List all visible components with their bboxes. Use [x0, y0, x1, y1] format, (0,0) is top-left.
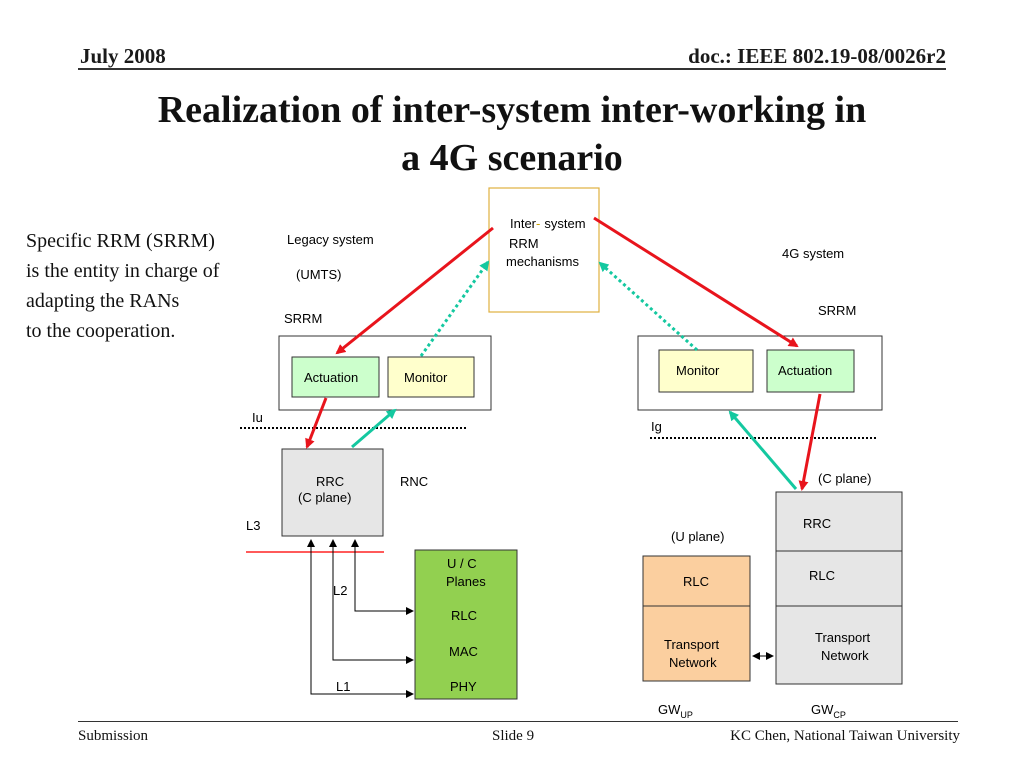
gw-cp-label: GWCP — [811, 702, 846, 720]
left-actuation-to-rrc-arrow — [305, 397, 328, 449]
footer-slide-number: Slide 9 — [492, 728, 535, 744]
monitor-right-label: Monitor — [676, 363, 720, 378]
stack-mac-label: MAC — [449, 644, 478, 659]
l3-label: L3 — [246, 518, 260, 533]
rlc-to-rrc-connector — [351, 539, 414, 615]
side-note-line: Specific RRM (SRRM) — [26, 230, 215, 252]
central-to-left-actuation-arrow — [335, 226, 494, 355]
gw-cp-rrc-box — [775, 491, 903, 552]
monitor-left-box — [387, 356, 475, 398]
ig-label: Ig — [651, 419, 662, 434]
left-monitor-to-central-arrow — [419, 260, 490, 357]
stack-rlc-label: RLC — [451, 608, 477, 623]
legacy-system-label: Legacy system — [287, 232, 374, 247]
gw-up-label: GWUP — [658, 702, 693, 720]
umts-label: (UMTS) — [296, 267, 342, 282]
gw-cp-to-right-monitor-arrow — [728, 410, 798, 490]
phy-to-rrc-connector — [307, 539, 414, 698]
header-divider — [78, 68, 946, 70]
rrc-cplane-label: (C plane) — [298, 490, 351, 505]
gw-cp-network-label: Network — [821, 648, 869, 663]
slide-title-line-1: Realization of inter-system inter-workin… — [157, 89, 867, 131]
stack-planes-line2: Planes — [446, 574, 486, 589]
gw-up-rlc-label: RLC — [683, 574, 709, 589]
l2-label: L2 — [333, 583, 347, 598]
actuation-right-label: Actuation — [778, 363, 832, 378]
footer-submission: Submission — [78, 728, 149, 744]
gw-cp-rrc-label: RRC — [803, 516, 831, 531]
mac-to-rrc-connector — [329, 539, 414, 664]
u-plane-label: (U plane) — [671, 529, 724, 544]
slide-title: Realization of inter-system inter-workin… — [60, 86, 964, 182]
stack-phy-label: PHY — [450, 679, 477, 694]
side-note-line: adapting the RANs — [26, 290, 180, 312]
side-note-line: to the cooperation. — [26, 320, 176, 342]
stack-planes-line1: U / C — [447, 556, 477, 571]
rrc-to-left-monitor-arrow — [351, 408, 397, 449]
4g-system-label: 4G system — [782, 246, 844, 261]
footer-divider — [78, 721, 958, 722]
inter-system-rrm-box — [488, 187, 600, 313]
actuation-right-box — [766, 349, 855, 393]
gw-cp-transport-label: Transport — [815, 630, 871, 645]
central-label: Inter-system — [510, 216, 586, 231]
right-actuation-to-gw-cp-arrow — [798, 393, 822, 491]
gw-up-transport-label: Transport — [664, 637, 720, 652]
gw-up-transport-box — [642, 605, 751, 682]
rrc-label: RRC — [316, 474, 344, 489]
protocol-stack-box — [414, 549, 518, 700]
gw-up-network-label: Network — [669, 655, 717, 670]
central-to-right-actuation-arrow — [593, 216, 799, 348]
srrm-right-label: SRRM — [818, 303, 856, 318]
c-plane-label: (C plane) — [818, 471, 871, 486]
monitor-right-box — [658, 349, 754, 393]
central-label-mechanisms: mechanisms — [506, 254, 579, 269]
side-note-line: is the entity in charge of — [26, 260, 220, 282]
monitor-left-label: Monitor — [404, 370, 448, 385]
slide-title-line-2: a 4G scenario — [401, 137, 623, 179]
gw-up-rlc-box — [642, 555, 751, 607]
actuation-left-box — [291, 356, 380, 398]
rnc-label: RNC — [400, 474, 428, 489]
l1-label: L1 — [336, 679, 350, 694]
side-note: Specific RRM (SRRM) is the entity in cha… — [26, 226, 219, 346]
rrc-box — [281, 448, 384, 537]
gw-cp-rlc-box — [775, 550, 903, 607]
header-doc-id: doc.: IEEE 802.19-08/0026r2 — [688, 44, 946, 68]
central-label-rrm: RRM — [509, 236, 539, 251]
right-monitor-to-central-arrow — [598, 261, 699, 352]
footer-author: KC Chen, National Taiwan University — [730, 728, 960, 744]
actuation-left-label: Actuation — [304, 370, 358, 385]
gw-cp-transport-box — [775, 605, 903, 685]
srrm-left-label: SRRM — [284, 311, 322, 326]
iu-label: Iu — [252, 410, 263, 425]
gw-cp-rlc-label: RLC — [809, 568, 835, 583]
header-date: July 2008 — [80, 44, 166, 68]
